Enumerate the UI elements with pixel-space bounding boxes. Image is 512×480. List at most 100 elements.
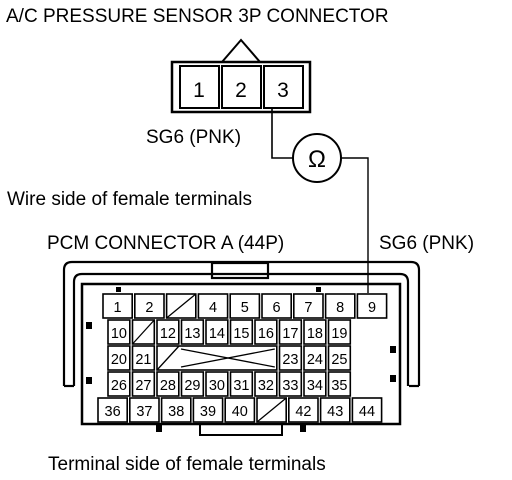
pcm-terminal-number: 20 — [111, 352, 127, 368]
pcm-terminal-cells — [97, 293, 388, 423]
pcm-cell — [131, 319, 156, 345]
pcm-cell — [180, 319, 205, 345]
pcm-terminal-number: 4 — [209, 300, 217, 316]
pcm-cell — [205, 371, 229, 397]
pcm-terminal-number: 21 — [135, 352, 151, 368]
pcm-terminal-number: 19 — [331, 326, 347, 342]
empty-slash — [156, 345, 180, 371]
pcm-terminal-number: 8 — [336, 300, 344, 316]
pcm-terminal-number: 5 — [241, 300, 249, 316]
pcm-cell — [287, 397, 319, 423]
pcm-cell — [129, 397, 160, 423]
pcm-cell — [254, 371, 278, 397]
pcm-terminal-number: 31 — [233, 378, 249, 394]
pcm-wire-label: SG6 (PNK) — [379, 233, 474, 254]
pcm-cell — [319, 397, 351, 423]
ohm-symbol: Ω — [308, 146, 326, 173]
pcm-terminal-number: 39 — [200, 404, 216, 420]
pcm-terminal-number: 35 — [331, 378, 347, 394]
pcm-cell — [356, 293, 388, 319]
pcm-cell — [197, 293, 229, 319]
pcm-terminal-number: 27 — [135, 378, 151, 394]
pcm-cell — [256, 397, 288, 423]
pcm-cell — [180, 371, 205, 397]
pcm-terminal-number: 32 — [258, 378, 274, 394]
pcm-terminal-number: 38 — [168, 404, 184, 420]
pcm-cell — [278, 319, 303, 345]
pcm-terminal-number: 6 — [273, 300, 281, 316]
pcm-terminal-number: 12 — [160, 326, 176, 342]
pcm-terminal-number: 17 — [282, 326, 298, 342]
pcm-terminal-number: 16 — [258, 326, 274, 342]
pcm-cell — [131, 371, 156, 397]
pcm-cell — [278, 345, 303, 371]
pcm-terminal-number: 26 — [111, 378, 127, 394]
pcm-cell — [324, 293, 356, 319]
housing-lugs — [86, 287, 396, 432]
pcm-terminal-number: 14 — [209, 326, 225, 342]
pcm-terminal-number: 42 — [295, 404, 311, 420]
pcm-cell — [107, 319, 131, 345]
pcm-connector-title: PCM CONNECTOR A (44P) — [47, 233, 284, 254]
pcm-terminal-number: 7 — [304, 300, 312, 316]
pcm-terminal-number: 40 — [232, 404, 248, 420]
pcm-cell-empty-block — [156, 345, 278, 371]
pcm-cell — [303, 319, 327, 345]
pcm-cell — [229, 319, 254, 345]
sensor-key-tab — [221, 38, 261, 63]
pcm-cell — [261, 293, 293, 319]
pcm-cell — [224, 397, 256, 423]
pcm-terminal-number: 24 — [307, 352, 323, 368]
probe-wire-pcm — [341, 157, 369, 293]
pcm-cell — [303, 371, 327, 397]
sensor-pin-label-1: 1 — [193, 79, 205, 102]
pcm-cell — [303, 345, 327, 371]
empty-cell-slash — [256, 397, 287, 423]
pcm-terminal-number: 18 — [307, 326, 323, 342]
pcm-cell — [327, 319, 352, 345]
pcm-terminal-number: 2 — [145, 300, 153, 316]
pcm-cell — [229, 371, 254, 397]
pcm-cell — [107, 371, 131, 397]
pcm-cell — [107, 345, 131, 371]
pcm-cell — [278, 371, 303, 397]
sensor-pin-label-3: 3 — [277, 79, 289, 102]
ohmmeter-icon: Ω — [292, 133, 342, 183]
empty-cell-slash — [166, 293, 197, 319]
sensor-connector-title: A/C PRESSURE SENSOR 3P CONNECTOR — [6, 6, 389, 27]
pcm-terminal-number: 1 — [114, 300, 122, 316]
pcm-cell — [205, 319, 229, 345]
pcm-terminal-number: 13 — [184, 326, 200, 342]
pcm-terminal-number: 43 — [327, 404, 343, 420]
pcm-cell — [156, 371, 180, 397]
pcm-cell — [351, 397, 383, 423]
pcm-cell — [102, 293, 134, 319]
pcm-terminal-number: 23 — [282, 352, 298, 368]
pcm-terminal-number: 33 — [282, 378, 298, 394]
wire-side-caption: Wire side of female terminals — [7, 189, 252, 210]
probe-wire-sensor — [271, 108, 293, 159]
pcm-cell — [165, 293, 197, 319]
pcm-terminal-number: 15 — [233, 326, 249, 342]
pcm-terminal-number: 10 — [111, 326, 127, 342]
sensor-pin-cell-1 — [179, 65, 220, 109]
empty-cross-b — [180, 348, 275, 368]
sensor-pin-cell-3 — [263, 65, 304, 109]
sensor-connector — [170, 38, 312, 114]
pcm-cell — [292, 293, 324, 319]
pcm-cell — [131, 345, 156, 371]
empty-cell-slash — [132, 319, 155, 345]
sensor-pin-label-2: 2 — [235, 79, 247, 102]
pcm-cell — [160, 397, 192, 423]
sensor-wire-label: SG6 (PNK) — [146, 127, 241, 148]
pcm-terminal-number: 28 — [160, 378, 176, 394]
pcm-terminal-number: 9 — [368, 300, 376, 316]
pcm-terminal-number: 29 — [184, 378, 200, 394]
pcm-cell — [327, 371, 352, 397]
pcm-terminal-number: 44 — [359, 404, 375, 420]
pcm-terminal-number: 34 — [307, 378, 323, 394]
pcm-terminal-number: 25 — [331, 352, 347, 368]
pcm-cell — [156, 319, 180, 345]
